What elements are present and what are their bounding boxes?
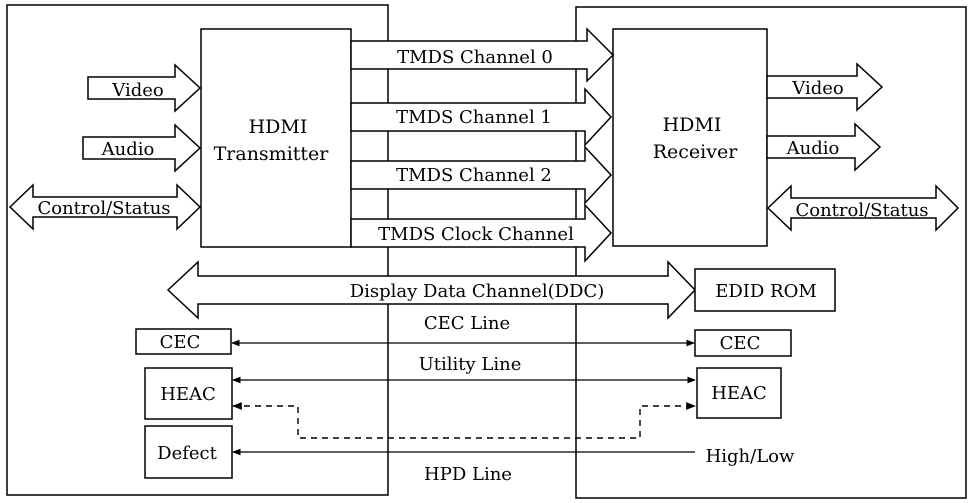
sink-heac-block: HEAC: [696, 367, 782, 419]
sink-cec-label: CEC: [720, 333, 761, 354]
control-status-output-label: Control/Status: [795, 200, 928, 221]
hdmi-receiver-block: HDMI Receiver: [612, 28, 768, 247]
sink-heac-label: HEAC: [711, 383, 767, 404]
edid-rom-block: EDID ROM: [694, 268, 836, 312]
tmds-channel-1-label: TMDS Channel 1: [396, 107, 552, 128]
source-device-box: [6, 4, 389, 496]
sink-device-box: [575, 6, 967, 499]
tmds-clock-channel-label: TMDS Clock Channel: [378, 224, 574, 245]
high-low-label: High/Low: [706, 446, 795, 467]
transmitter-label-line1: HDMI: [249, 116, 308, 138]
video-output-label: Video: [791, 78, 843, 99]
utility-line-label: Utility Line: [419, 354, 522, 375]
control-status-input-arrow: Control/Status: [8, 183, 202, 231]
tmds-channel-0-label: TMDS Channel 0: [397, 47, 553, 68]
hdmi-transmitter-block: HDMI Transmitter: [200, 28, 352, 248]
tmds-clock-channel-arrow: TMDS Clock Channel: [350, 203, 613, 263]
sink-cec-block: CEC: [694, 329, 792, 357]
hpd-heac-dashed-line: [232, 402, 696, 439]
edid-rom-label: EDID ROM: [715, 281, 817, 302]
audio-input-arrow: Audio: [82, 123, 202, 173]
source-cec-block: CEC: [135, 328, 232, 355]
receiver-label-line2: Receiver: [653, 141, 738, 163]
tmds-channel-2-arrow: TMDS Channel 2: [350, 145, 613, 205]
video-input-arrow: Video: [87, 63, 202, 113]
defect-block: Defect: [144, 425, 233, 479]
source-heac-block: HEAC: [144, 367, 233, 420]
tmds-channel-0-arrow: TMDS Channel 0: [350, 27, 615, 83]
ddc-arrow: Display Data Channel(DDC): [166, 260, 697, 320]
source-heac-label: HEAC: [160, 384, 216, 405]
tmds-channel-1-arrow: TMDS Channel 1: [350, 87, 613, 147]
hpd-line-label: HPD Line: [424, 464, 512, 485]
tmds-channel-2-label: TMDS Channel 2: [396, 165, 552, 186]
receiver-label-line1: HDMI: [663, 114, 722, 136]
control-status-output-arrow: Control/Status: [766, 184, 960, 232]
defect-label: Defect: [157, 443, 217, 464]
video-output-arrow: Video: [766, 62, 884, 112]
source-cec-label: CEC: [160, 332, 201, 353]
audio-output-arrow: Audio: [766, 122, 882, 172]
audio-output-label: Audio: [786, 138, 840, 159]
ddc-label: Display Data Channel(DDC): [350, 281, 605, 302]
video-input-label: Video: [111, 80, 163, 101]
transmitter-label-line2: Transmitter: [214, 143, 330, 165]
control-status-input-label: Control/Status: [37, 198, 170, 219]
audio-input-label: Audio: [101, 139, 155, 160]
cec-line-label: CEC Line: [424, 313, 510, 334]
